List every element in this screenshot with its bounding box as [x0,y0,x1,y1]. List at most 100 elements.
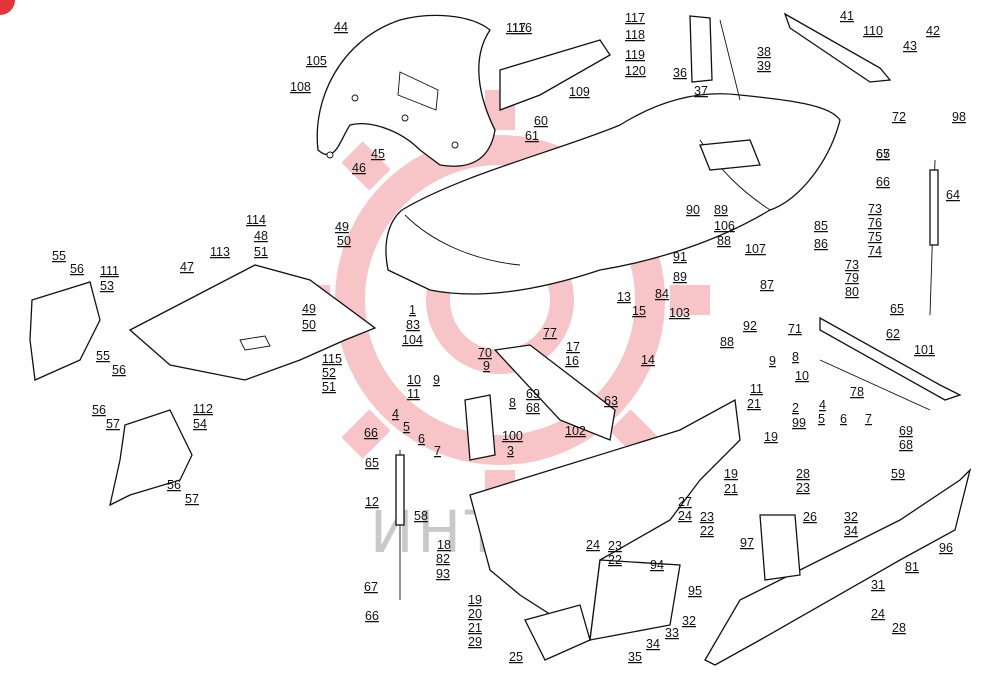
callout-label: 28 [796,467,810,481]
callout-label: 59 [891,467,905,481]
callout-label: 69 [526,387,540,401]
callout-label: 10 [407,373,421,387]
callout-label: 75 [868,230,882,244]
callout-label: 6 [840,412,847,426]
callout-label: 89 [673,270,687,284]
callout-label: 111 [100,264,119,278]
callout-label: 68 [899,438,913,452]
callout-label: 89 [714,203,728,217]
callout-label: 62 [886,327,900,341]
callout-label: 68 [526,401,540,415]
callout-label: 106 [714,219,735,233]
callout-label: 24 [586,538,600,552]
callout-label: 90 [686,203,700,217]
callout-label: 32 [682,614,696,628]
callout-label: 21 [724,482,738,496]
callout-label: 52 [322,366,336,380]
callout-label: 7 [434,444,441,458]
callout-label: 8 [509,396,516,410]
callout-label: 7 [865,412,872,426]
callout-label: 48 [254,229,268,243]
callout-label: 66 [876,175,890,189]
callout-label: 26 [803,510,817,524]
callout-label: 67 [364,580,378,594]
callout-label: 78 [850,385,864,399]
callout-label: 92 [743,319,757,333]
hinge-bracket-part [499,39,611,111]
callout-label: 50 [302,318,316,332]
callout-label: 114 [246,213,266,227]
callout-label: 45 [371,147,385,161]
callout-label: 58 [414,509,428,523]
callout-label: 82 [436,552,450,566]
callout-label: 8 [792,350,799,364]
callout-label: 77 [543,326,557,340]
callout-label: 56 [167,478,181,492]
callout-label: 9 [483,359,490,373]
callout-label: 104 [402,333,423,347]
callout-label: 1 [409,303,416,317]
callout-label: 19 [468,593,482,607]
callout-label: 119 [625,48,645,62]
callout-label: 76 [868,216,882,230]
callout-label: 65 [365,456,379,470]
callout-label: 6 [418,432,425,446]
callout-label: 85 [814,219,828,233]
callout-label: 97 [740,536,754,550]
floor-panel-part [128,264,377,381]
callout-label: 41 [840,9,854,23]
callout-label: 9 [433,373,440,387]
callout-label: 35 [628,650,642,664]
cross-member-part [819,316,962,411]
callout-label: 36 [673,66,687,80]
callout-label: 63 [604,394,618,408]
callout-label: 19 [724,467,738,481]
callout-label: 13 [617,290,631,304]
callout-label: 2 [792,401,799,415]
callout-label: 23 [700,510,714,524]
callout-label: 37 [694,84,708,98]
callout-label: 103 [669,306,690,320]
callout-label: 32 [844,510,858,524]
callout-label: 115 [322,352,342,366]
callout-label: 24 [678,509,692,523]
callout-label: 4 [392,407,399,421]
callout-label: 120 [625,64,646,78]
callout-label: 22 [700,524,714,538]
callout-label: 57 [106,417,120,431]
callout-label: 98 [952,110,966,124]
callout-label: 84 [655,287,669,301]
callout-label: 86 [814,237,828,251]
callout-label: 108 [290,80,311,94]
callout-label: 65 [876,147,890,161]
callout-label: 16 [565,354,579,368]
corner-badge [0,0,15,15]
callout-label: 102 [565,424,586,438]
callout-label: 57 [185,492,199,506]
callout-label: 14 [641,353,655,367]
lever-part [689,15,761,171]
callout-label: 105 [306,54,327,68]
callout-label: 49 [335,220,349,234]
callout-label: 61 [525,129,539,143]
callout-label: 87 [760,278,774,292]
callout-label: 79 [845,271,859,285]
rear-fender-part [316,14,496,167]
callout-label: 31 [871,578,885,592]
callout-label: 22 [608,553,622,567]
callout-label: 56 [70,262,84,276]
callout-label: 42 [926,24,940,38]
callout-label: 109 [569,85,590,99]
callout-label: 70 [478,346,492,360]
gas-spring-right-part [929,159,939,316]
callout-label: 55 [96,349,110,363]
callout-label: 17 [566,340,580,354]
callout-label: 51 [254,245,268,259]
side-rail-part [704,467,972,666]
callout-label: 55 [52,249,66,263]
callout-label: 56 [92,403,106,417]
callout-label: 33 [665,626,679,640]
callout-label: 5 [403,420,410,434]
callout-label: 25 [509,650,523,664]
